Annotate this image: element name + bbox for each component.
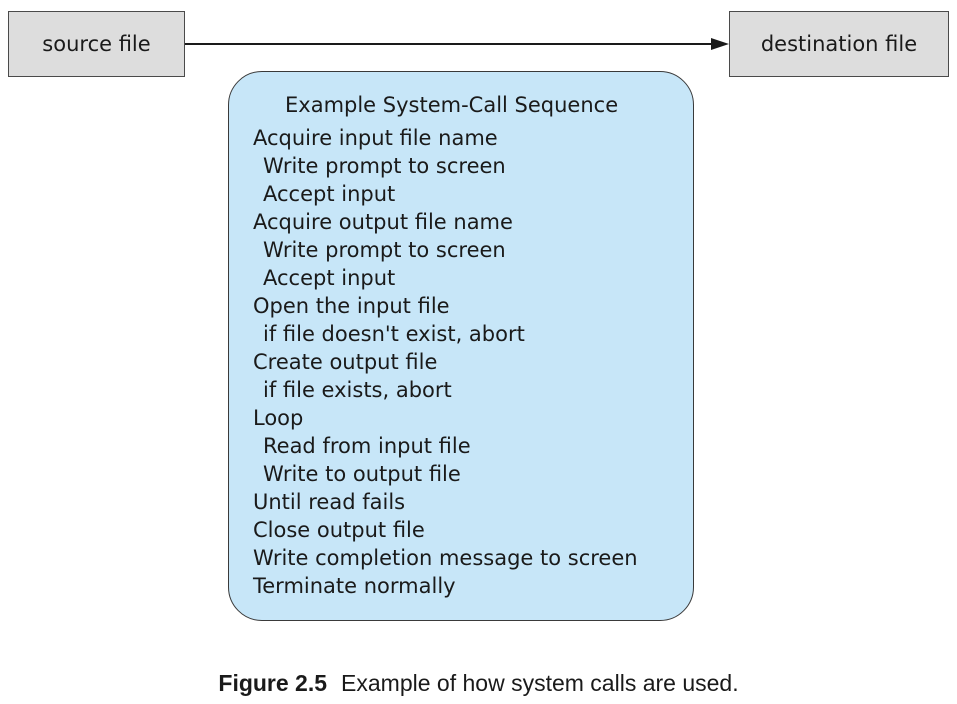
sequence-title: Example System-Call Sequence [285,93,619,117]
sequence-step: Write completion message to screen [253,546,638,570]
sequence-step: Read from input file [263,434,471,458]
sequence-step: Until read fails [253,490,406,514]
destination-file-box: destination file [729,11,949,77]
system-call-sequence-box: Example System-Call Sequence Acquire inp… [228,71,694,621]
sequence-step: Create output file [253,350,438,374]
sequence-step: Write prompt to screen [263,154,506,178]
sequence-step: Loop [253,406,304,430]
sequence-step: Acquire input file name [253,126,498,150]
figure-caption-label: Figure 2.5 [218,670,328,696]
sequence-step: Accept input [263,182,396,206]
sequence-step: Write to output file [263,462,461,486]
arrow-head-icon [711,38,729,50]
sequence-step: Accept input [263,266,396,290]
sequence-step: Open the input file [253,294,450,318]
source-file-box: source file [8,11,185,77]
sequence-step: Acquire output file name [253,210,513,234]
figure-caption-text: Example of how system calls are used. [341,670,739,696]
sequence-step: Write prompt to screen [263,238,506,262]
source-file-label: source file [42,32,151,56]
figure-caption: Figure 2.5 Example of how system calls ar… [0,668,957,698]
sequence-step: Close output file [253,518,425,542]
destination-file-label: destination file [760,32,918,56]
sequence-step: Terminate normally [253,574,456,598]
sequence-step: if file doesn't exist, abort [263,322,525,346]
sequence-step: if file exists, abort [263,378,452,402]
